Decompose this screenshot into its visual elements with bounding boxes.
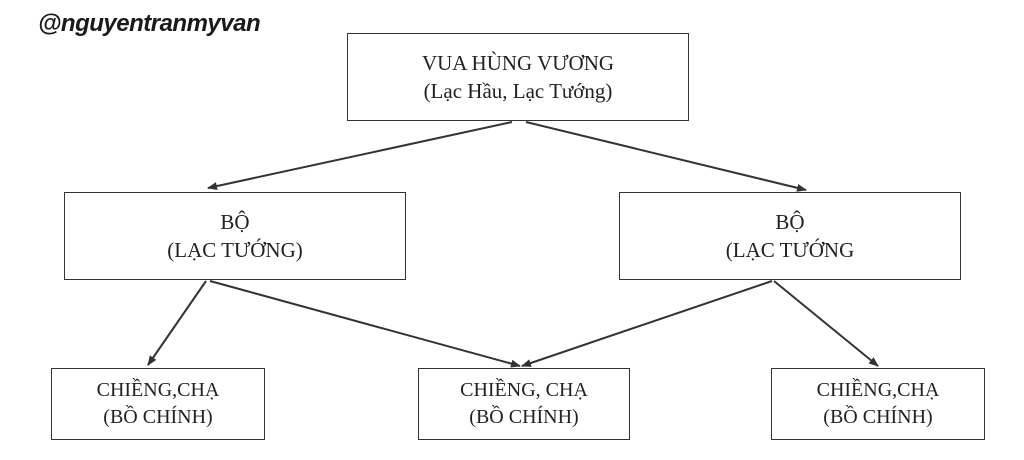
- arrow-bo-left-to-chieng-left: [147, 280, 207, 366]
- node-subtitle: (BỒ CHÍNH): [469, 406, 579, 428]
- node-vua-hung-vuong: VUA HÙNG VƯƠNG (Lạc Hầu, Lạc Tướng): [347, 33, 689, 121]
- node-chieng-cha-left: CHIỀNG,CHẠ (BỒ CHÍNH): [51, 368, 265, 440]
- node-subtitle: (LẠC TƯỚNG: [725, 238, 855, 262]
- node-subtitle: (Lạc Hầu, Lạc Tướng): [423, 79, 613, 103]
- node-chieng-cha-right: CHIỀNG,CHẠ (BỒ CHÍNH): [771, 368, 985, 440]
- arrow-bo-right-to-chieng-right: [773, 280, 879, 367]
- node-title: VUA HÙNG VƯƠNG: [421, 50, 615, 75]
- node-title: BỘ: [220, 209, 250, 234]
- node-bo-right: BỘ (LẠC TƯỚNG: [619, 192, 961, 280]
- node-chieng-cha-middle: CHIỀNG, CHẠ (BỒ CHÍNH): [418, 368, 630, 440]
- watermark: @nguyentranmyvan: [38, 10, 261, 37]
- arrow-bo-left-to-chieng-middle: [209, 280, 521, 368]
- node-bo-left: BỘ (LẠC TƯỚNG): [64, 192, 406, 280]
- arrow-king-to-bo-left: [207, 121, 513, 190]
- node-title: BỘ: [775, 209, 805, 234]
- node-title: CHIỀNG, CHẠ: [460, 379, 588, 401]
- node-title: CHIỀNG,CHẠ: [816, 379, 940, 401]
- node-subtitle: (BỒ CHÍNH): [103, 406, 213, 428]
- arrow-king-to-bo-right: [525, 121, 807, 192]
- node-title: CHIỀNG,CHẠ: [96, 379, 220, 401]
- node-subtitle: (BỒ CHÍNH): [823, 406, 933, 428]
- node-subtitle: (LẠC TƯỚNG): [167, 238, 303, 262]
- arrow-bo-right-to-chieng-middle: [521, 280, 773, 367]
